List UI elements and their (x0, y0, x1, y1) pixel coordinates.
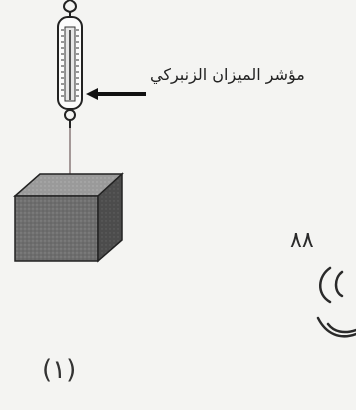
spring-scale (57, 16, 83, 110)
handwritten-value: ٨٨ (290, 228, 314, 253)
hanging-cube (13, 172, 124, 263)
figure-number: (١) (42, 355, 77, 385)
handwritten-marks (316, 266, 356, 338)
pointer-arrow (86, 88, 146, 100)
lower-hook (64, 109, 76, 128)
pointer-label: مؤشر الميزان الزنبركي (150, 65, 305, 84)
top-hook (63, 0, 77, 17)
scale-ticks (61, 29, 79, 97)
